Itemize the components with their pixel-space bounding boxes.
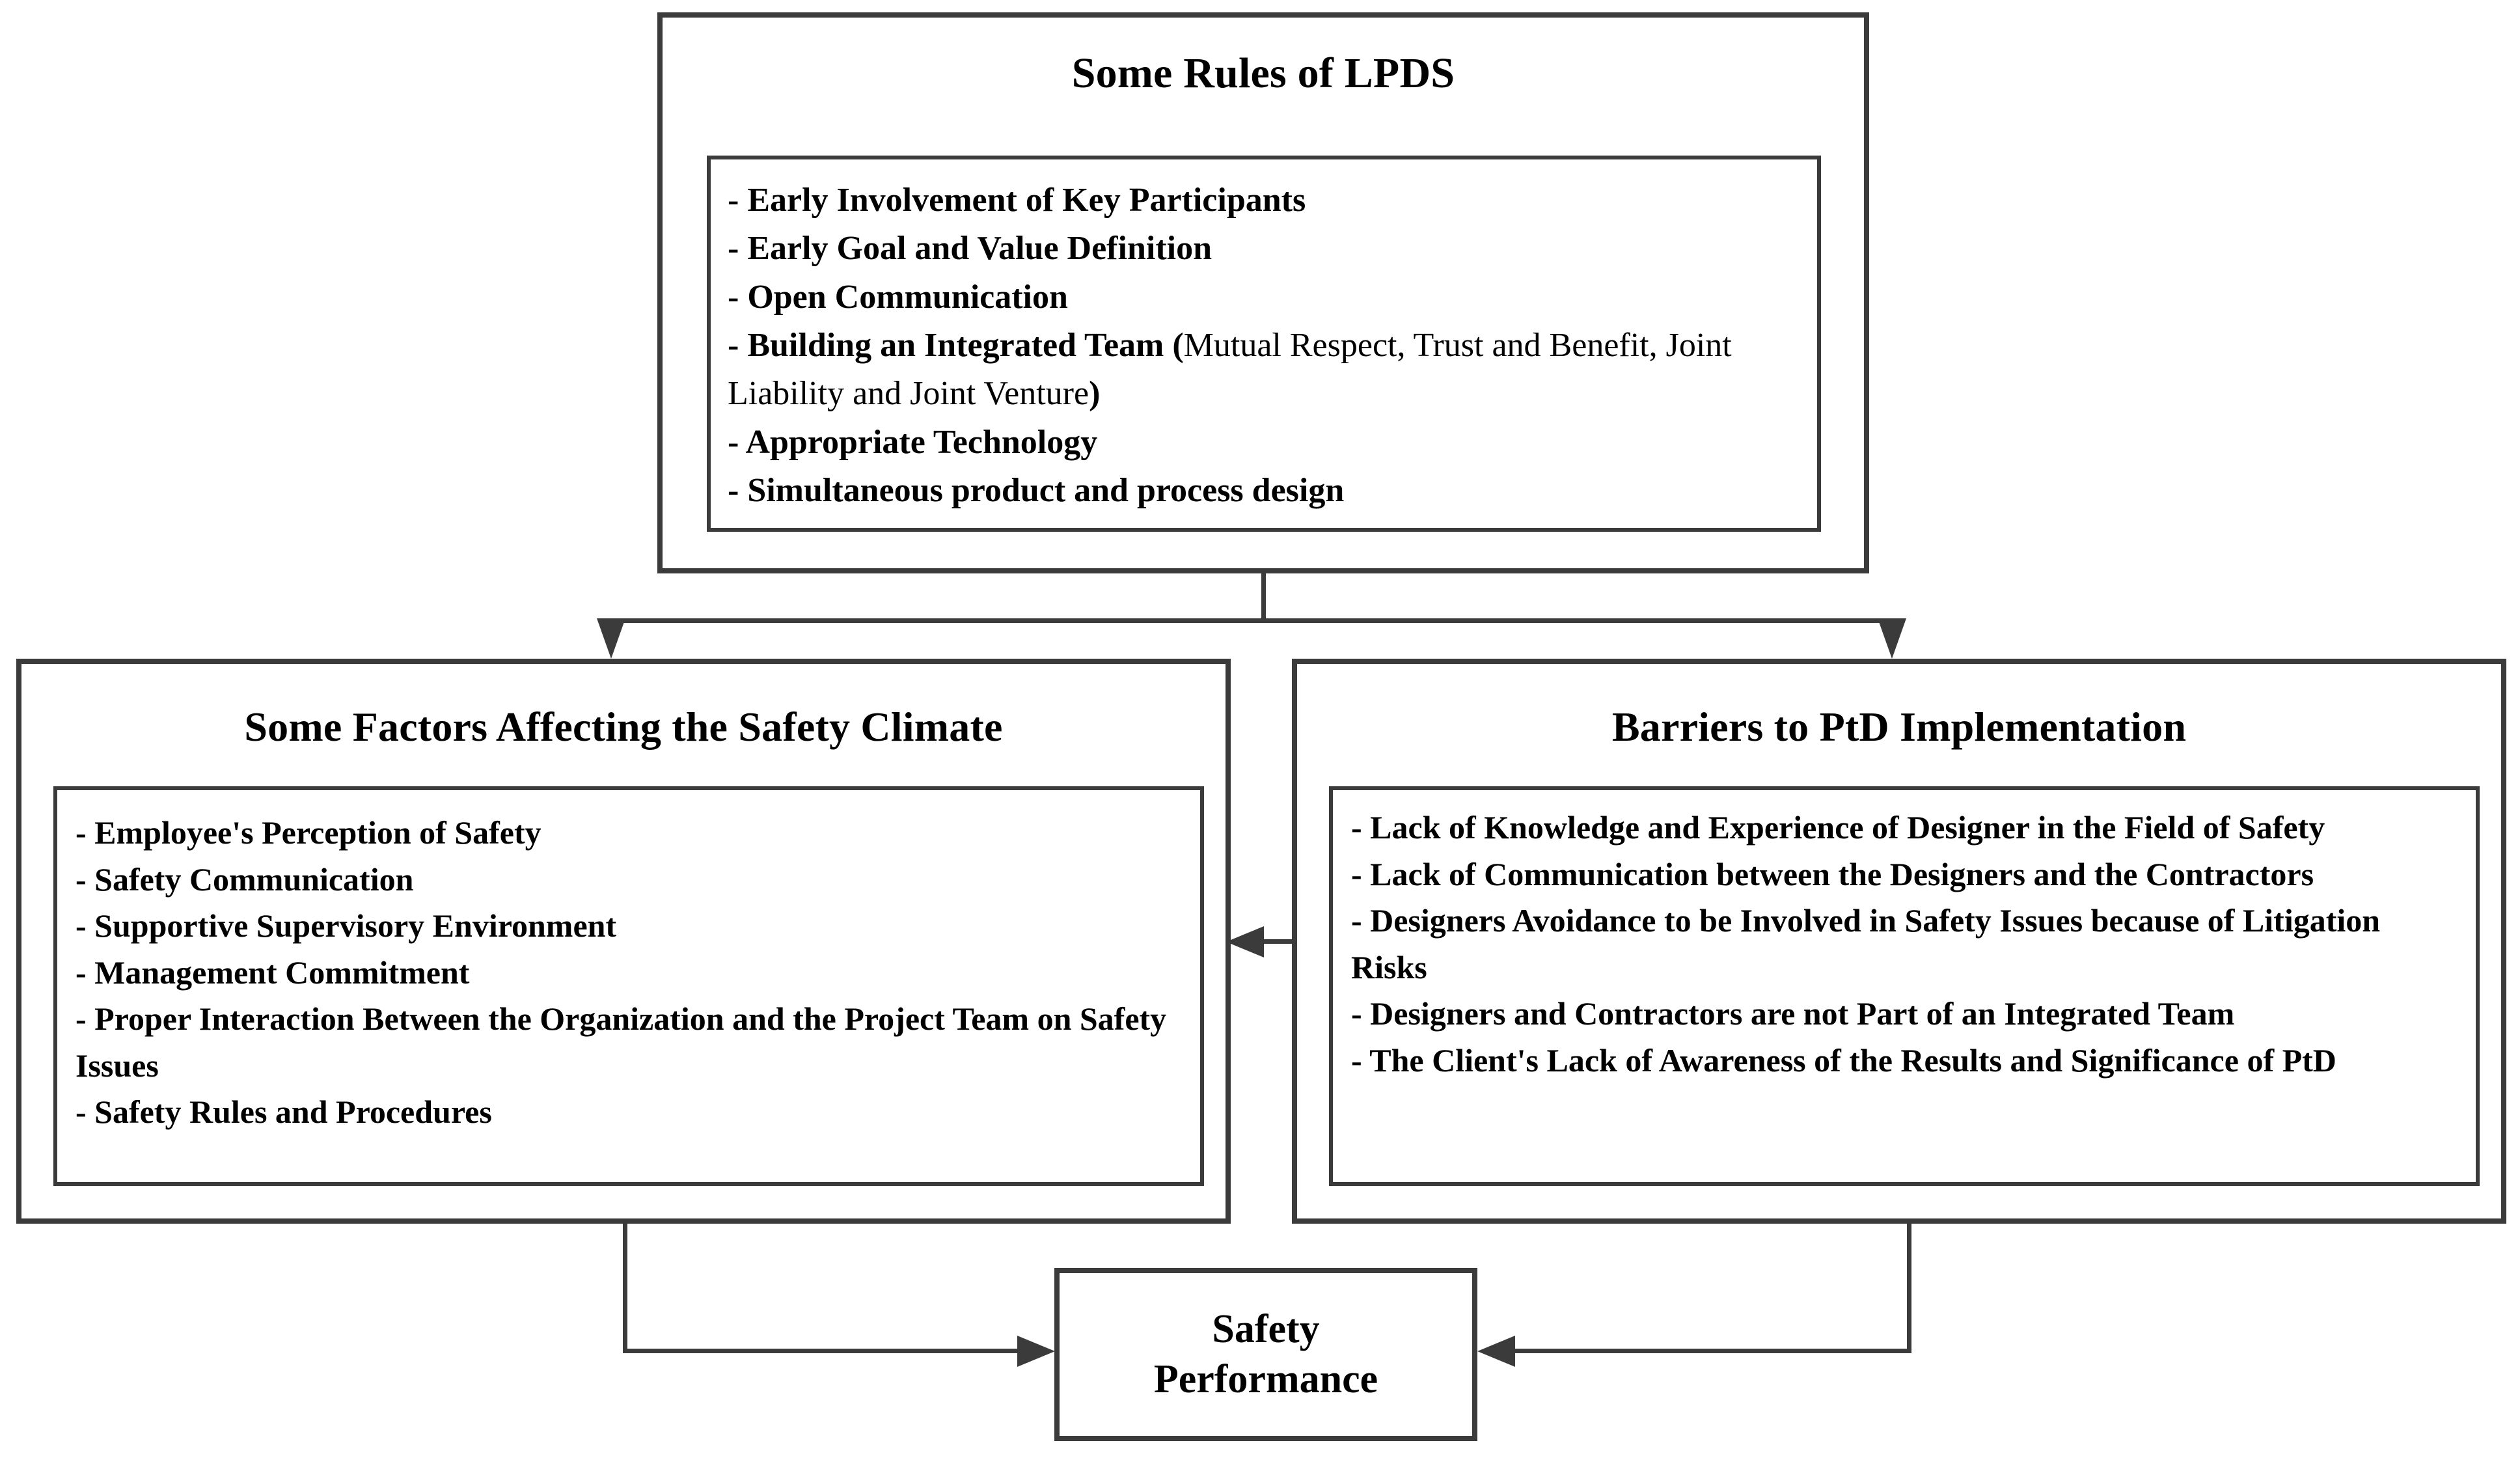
list-item-text: - Simultaneous product and process desig…: [728, 472, 1345, 510]
list-item: - Safety Rules and Procedures: [75, 1094, 492, 1130]
arrow-to-right-node: [1878, 618, 1906, 659]
list-item: - Open Communication: [728, 273, 1801, 322]
connector-top-bar: [609, 618, 1894, 623]
left-node-list-frame: - Employee's Perception of Safety - Safe…: [53, 786, 1204, 1186]
list-item: - Designers Avoidance to be Involved in …: [1351, 902, 2381, 985]
arrow-left-to-bottom-node: [1017, 1336, 1055, 1367]
list-item: - Proper Interaction Between the Organiz…: [75, 1000, 1167, 1084]
node-safety-climate-factors[interactable]: Some Factors Affecting the Safety Climat…: [16, 659, 1231, 1224]
arrow-right-to-left-node: [1226, 926, 1264, 957]
top-node-title: Some Rules of LPDS: [1071, 49, 1455, 97]
list-item: - Early Goal and Value Definition: [728, 225, 1801, 273]
connector-right-to-bottom: [1513, 1349, 1911, 1353]
list-item-text: - Building an Integrated Team (: [728, 327, 1184, 364]
list-item: - Employee's Perception of Safety: [75, 814, 541, 851]
connector-top-stem: [1261, 571, 1266, 622]
list-item: - Lack of Knowledge and Experience of De…: [1351, 809, 2325, 846]
connector-left-to-bottom: [623, 1349, 1019, 1353]
list-item: - Simultaneous product and process desig…: [728, 467, 1801, 515]
bottom-node-title: Safety Performance: [1154, 1304, 1378, 1405]
top-node-list: - Early Involvement of Key Participants …: [728, 176, 1801, 516]
list-item-text-tail: ): [1089, 375, 1101, 413]
arrow-right-to-bottom-node: [1477, 1336, 1515, 1367]
list-item: - Supportive Supervisory Environment: [75, 907, 617, 944]
left-node-title: Some Factors Affecting the Safety Climat…: [244, 704, 1003, 750]
list-item: - Lack of Communication between the Desi…: [1351, 855, 2314, 892]
connector-right-to-left: [1261, 939, 1295, 944]
list-item: - Designers and Contractors are not Part…: [1351, 995, 2235, 1032]
list-item-text: - Open Communication: [728, 278, 1068, 316]
node-safety-performance[interactable]: Safety Performance: [1054, 1268, 1477, 1441]
list-item: - Appropriate Technology: [728, 419, 1801, 467]
list-item-text: - Appropriate Technology: [728, 423, 1098, 461]
list-item: - The Client's Lack of Awareness of the …: [1351, 1041, 2336, 1079]
list-item: - Management Commitment: [75, 954, 470, 991]
bottom-node-title-line1: Safety: [1212, 1306, 1320, 1351]
connector-left-down: [623, 1224, 627, 1351]
node-some-rules-of-lpds[interactable]: Some Rules of LPDS - Early Involvement o…: [657, 12, 1869, 573]
arrow-to-left-node: [597, 618, 625, 659]
right-node-list-frame: - Lack of Knowledge and Experience of De…: [1329, 786, 2480, 1186]
right-node-title: Barriers to PtD Implementation: [1611, 704, 2187, 750]
list-item-text: - Early Involvement of Key Participants: [728, 182, 1306, 219]
list-item-text: - Early Goal and Value Definition: [728, 230, 1212, 268]
connector-right-down: [1907, 1224, 1911, 1351]
left-node-list: - Employee's Perception of Safety - Safe…: [75, 810, 1185, 1136]
list-item-subtext: Mutual Respect, Trust and Benefit, Joint…: [728, 327, 1732, 413]
right-node-list: - Lack of Knowledge and Experience of De…: [1351, 805, 2463, 1084]
list-item: - Building an Integrated Team (Mutual Re…: [728, 322, 1801, 419]
top-node-list-frame: - Early Involvement of Key Participants …: [707, 156, 1821, 532]
list-item: - Safety Communication: [75, 860, 414, 898]
list-item: - Early Involvement of Key Participants: [728, 176, 1801, 225]
bottom-node-title-line2: Performance: [1153, 1357, 1378, 1401]
node-ptd-barriers[interactable]: Barriers to PtD Implementation - Lack of…: [1292, 659, 2506, 1224]
